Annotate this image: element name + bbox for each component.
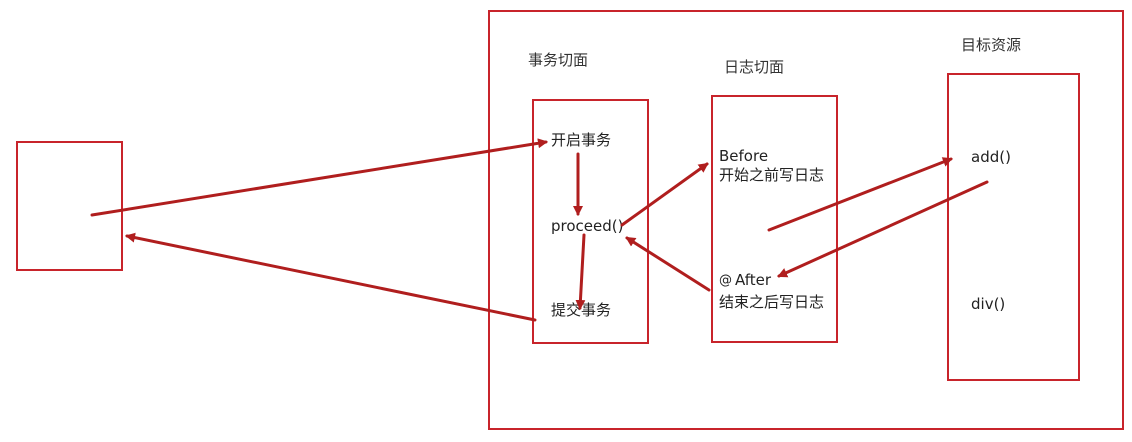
target-resource-title: 目标资源 — [961, 36, 1022, 54]
before-tag: Before — [719, 147, 769, 165]
div-method-label: div() — [971, 295, 1006, 313]
container-frame — [488, 10, 1124, 430]
after-text: 结束之后写日志 — [719, 293, 825, 311]
arrow-caller-to-open — [90, 138, 548, 217]
caller-box — [16, 141, 123, 271]
transaction-aspect-title: 事务切面 — [528, 51, 589, 69]
after-tag: After — [735, 271, 772, 289]
arrow-commit-to-caller — [125, 232, 537, 322]
commit-transaction-label: 提交事务 — [551, 301, 612, 319]
log-aspect-title: 日志切面 — [724, 58, 785, 76]
open-transaction-label: 开启事务 — [551, 131, 612, 149]
after-at-symbol: @ — [719, 273, 732, 288]
target-resource-box — [947, 73, 1080, 381]
add-method-label: add() — [971, 148, 1011, 166]
proceed-label: proceed() — [551, 217, 624, 235]
before-text: 开始之前写日志 — [719, 166, 825, 184]
